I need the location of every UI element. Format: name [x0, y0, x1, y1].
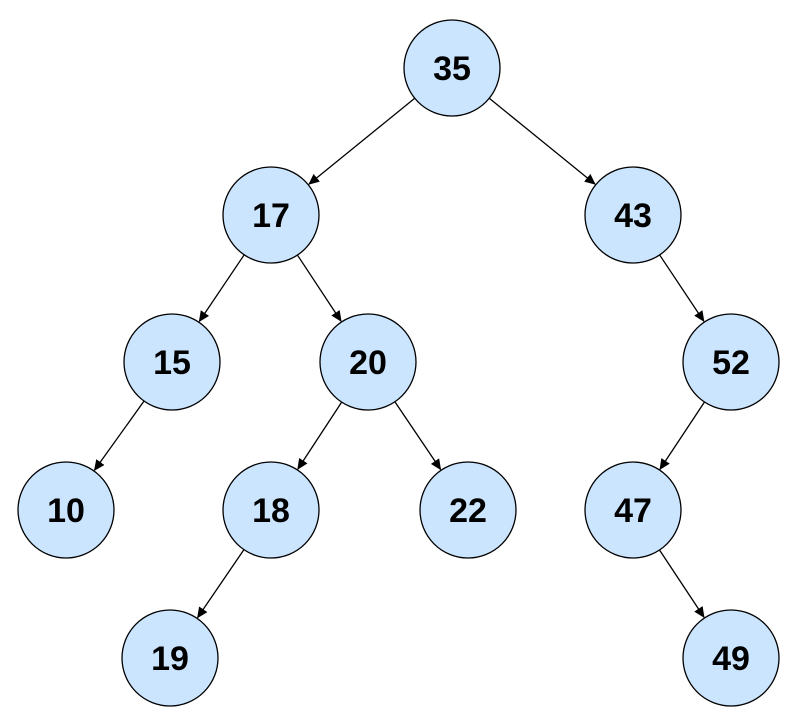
node-circle — [682, 313, 780, 411]
node-layer: 35 17 43 15 20 52 10 18 22 47 19 49 — [17, 19, 780, 707]
node-label: 17 — [252, 197, 290, 235]
node-circle — [403, 19, 501, 117]
node-label: 22 — [449, 492, 487, 530]
node-circle — [419, 461, 517, 559]
edge-arrow-n43-n52 — [659, 254, 705, 323]
node-circle — [123, 313, 221, 411]
tree-node-52: 52 — [682, 313, 780, 411]
tree-node-35: 35 — [403, 19, 501, 117]
node-circle — [222, 166, 320, 264]
tree-node-20: 20 — [319, 313, 417, 411]
edge-arrow-n20-n22 — [394, 401, 442, 471]
node-label: 10 — [47, 492, 85, 530]
edge-arrow-n17-n20 — [296, 254, 342, 322]
tree-node-47: 47 — [584, 461, 682, 559]
tree-node-43: 43 — [584, 166, 682, 264]
edge-arrow-n15-n10 — [93, 400, 145, 471]
edge-arrow-n52-n47 — [659, 401, 706, 470]
tree-node-17: 17 — [222, 166, 320, 264]
node-label: 15 — [153, 344, 191, 382]
edge-arrow-n47-n49 — [658, 549, 705, 618]
node-label: 19 — [151, 640, 189, 678]
tree-node-22: 22 — [419, 461, 517, 559]
tree-node-18: 18 — [222, 461, 320, 559]
node-label: 18 — [252, 492, 290, 530]
edge-arrow-n17-n15 — [198, 254, 245, 323]
node-circle — [584, 166, 682, 264]
node-circle — [222, 461, 320, 559]
tree-node-19: 19 — [121, 609, 219, 707]
node-circle — [319, 313, 417, 411]
node-label: 47 — [614, 492, 652, 530]
tree-node-15: 15 — [123, 313, 221, 411]
node-label: 43 — [614, 197, 652, 235]
edge-arrow-n18-n19 — [197, 549, 245, 619]
tree-node-10: 10 — [17, 461, 115, 559]
node-label: 52 — [712, 344, 750, 382]
node-circle — [584, 461, 682, 559]
node-label: 35 — [433, 50, 471, 88]
node-label: 20 — [349, 344, 387, 382]
node-circle — [682, 609, 780, 707]
edge-layer — [93, 97, 706, 619]
edge-arrow-n20-n18 — [297, 401, 343, 470]
node-label: 49 — [712, 640, 750, 678]
node-circle — [121, 609, 219, 707]
node-circle — [17, 461, 115, 559]
edge-arrow-n35-n17 — [308, 97, 416, 185]
tree-node-49: 49 — [682, 609, 780, 707]
edge-arrow-n35-n43 — [488, 97, 596, 185]
